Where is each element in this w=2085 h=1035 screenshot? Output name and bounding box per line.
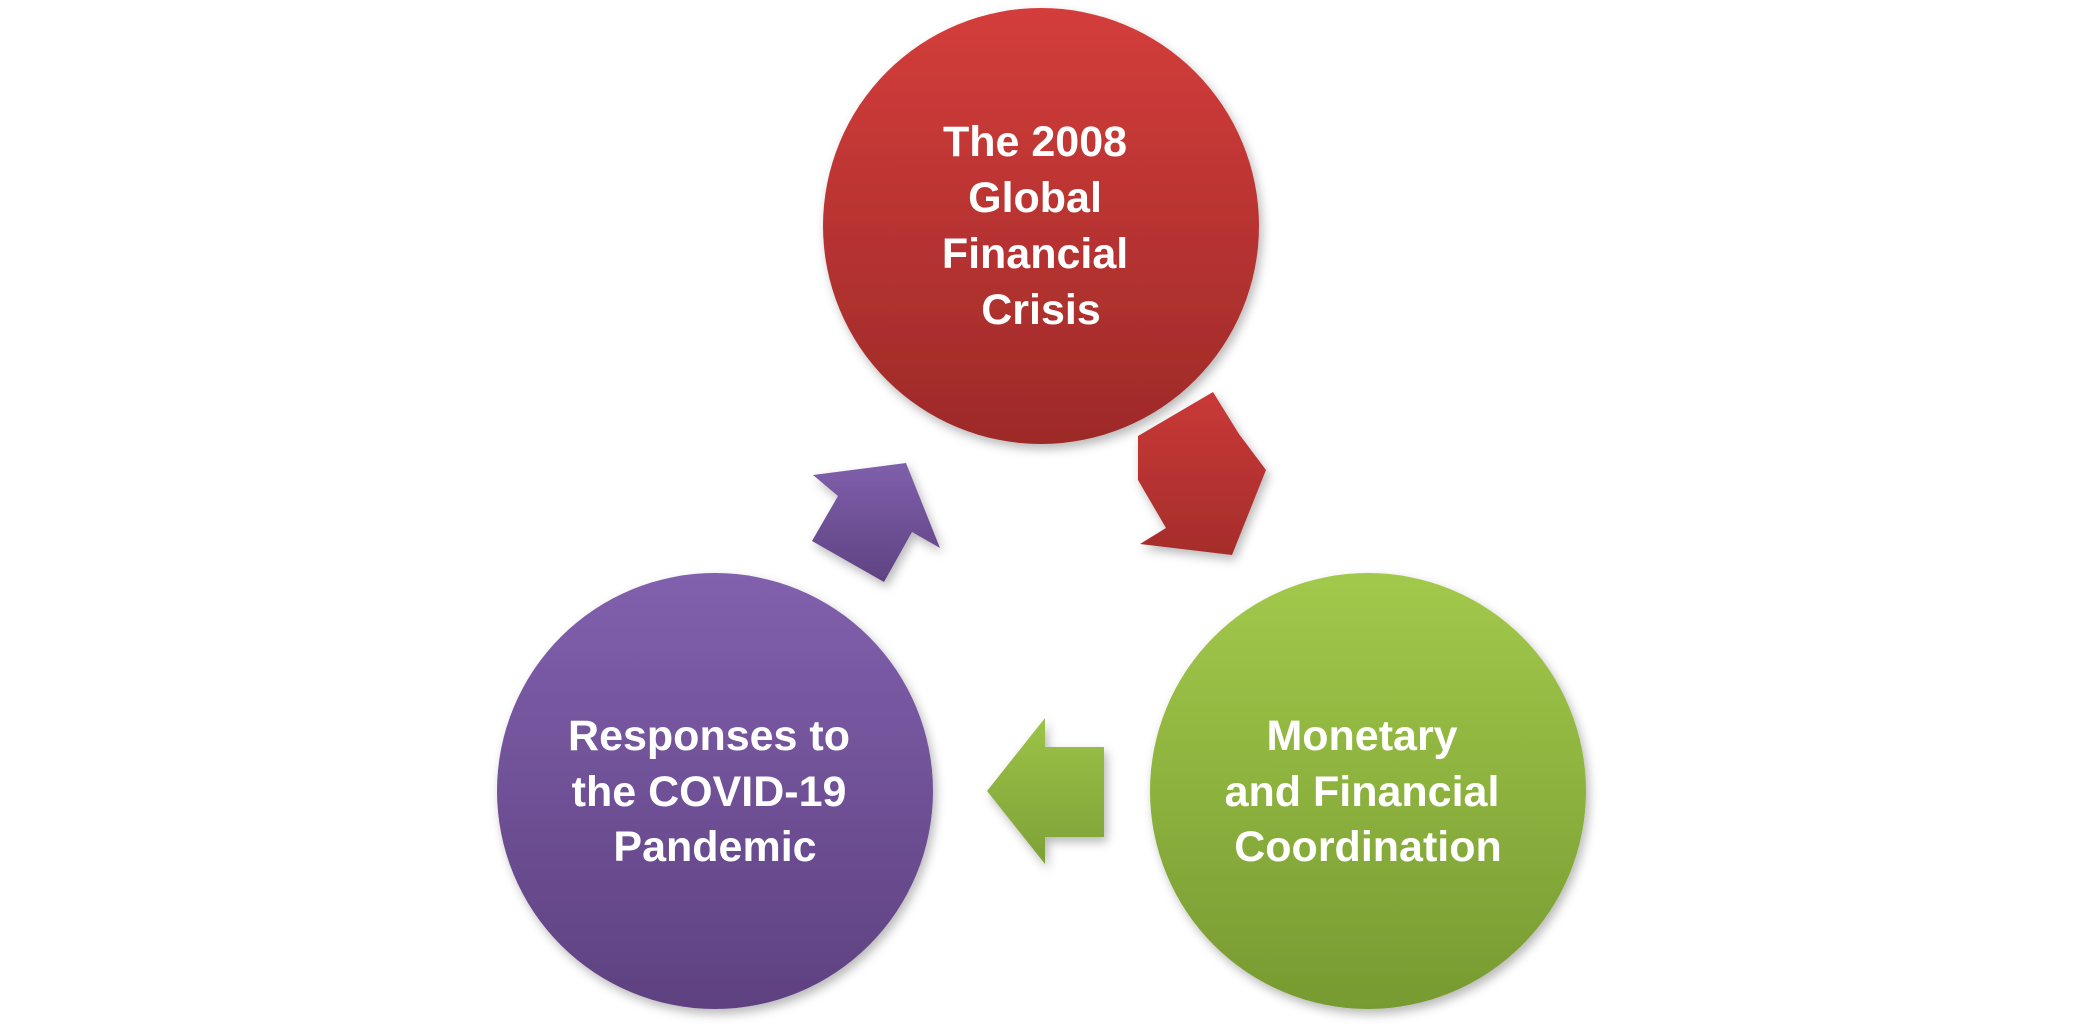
node-covid-label-line: Responses to	[568, 712, 850, 760]
node-covid: Responses to the COVID-19 Pandemic	[497, 573, 933, 1009]
node-crisis-circle	[823, 8, 1259, 444]
node-coordination-label: Monetary and Financial Coordination	[1225, 712, 1512, 871]
node-covid-circle	[497, 573, 933, 1009]
node-coordination-circle	[1150, 573, 1586, 1009]
node-covid-label: Responses to the COVID-19 Pandemic	[568, 712, 862, 871]
node-crisis-label: The 2008 Global Financial Crisis	[942, 118, 1140, 334]
arrow-coordination-to-covid	[987, 718, 1104, 864]
arrow-covid-to-crisis	[812, 463, 940, 582]
node-coordination-label-line: Monetary	[1266, 712, 1457, 760]
node-coordination: Monetary and Financial Coordination	[1150, 573, 1586, 1009]
arrow-crisis-to-coordination	[1138, 392, 1266, 555]
node-crisis: The 2008 Global Financial Crisis	[823, 8, 1259, 444]
node-coordination-label-line: and Financial	[1225, 768, 1500, 816]
node-covid-label-line: Pandemic	[613, 823, 816, 871]
node-coordination-label-line: Coordination	[1234, 823, 1502, 871]
node-crisis-label-line: Global	[968, 174, 1102, 222]
node-crisis-label-line: The 2008	[943, 118, 1127, 166]
node-crisis-label-line: Financial	[942, 230, 1128, 278]
node-covid-label-line: the COVID-19	[572, 768, 847, 816]
node-crisis-label-line: Crisis	[981, 286, 1101, 334]
